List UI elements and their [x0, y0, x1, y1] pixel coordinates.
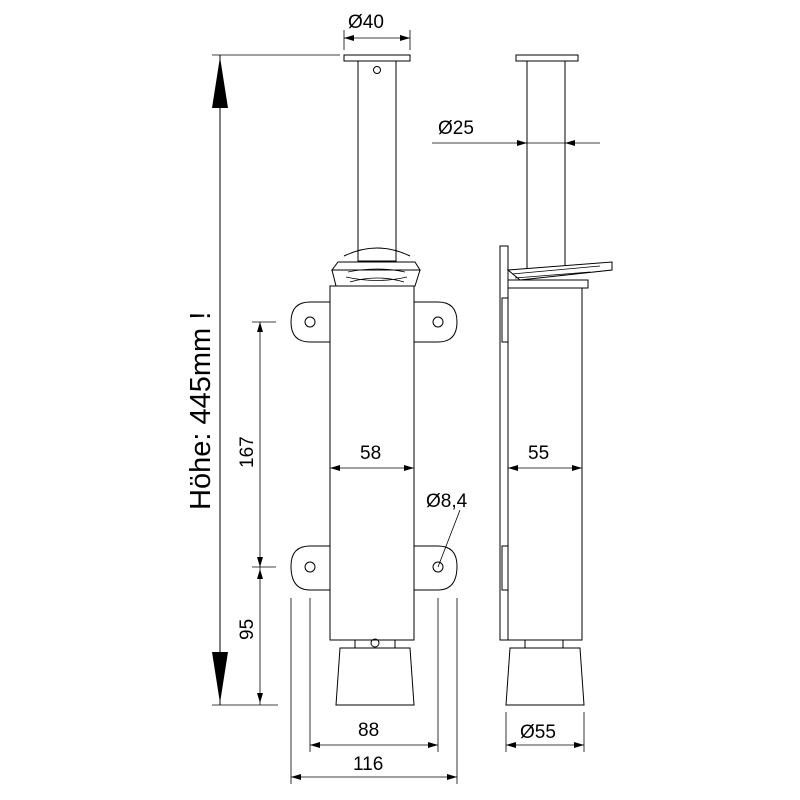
side-rubber-foot [505, 647, 585, 706]
label-dia-hole: Ø8,4 [426, 491, 468, 512]
front-main-body [329, 285, 415, 641]
dim-hole-spacing-vertical: 167 [237, 321, 276, 568]
dim-dia-tube: Ø25 [432, 118, 600, 146]
front-upper-hole-right [432, 316, 444, 328]
front-spring-housing [343, 247, 411, 257]
front-upper-plate-left [290, 301, 331, 343]
dim-width-side: 55 [508, 443, 582, 471]
dim-hole-dia: Ø8,4 [426, 491, 468, 568]
dim-width-front: 58 [330, 443, 414, 471]
dim-hole-spacing-horizontal: 88 [309, 598, 439, 752]
front-top-cap [343, 54, 411, 62]
dim-foot-dia: Ø55 [505, 712, 585, 752]
side-bottom-stem [524, 639, 564, 649]
front-rubber-foot [335, 647, 415, 706]
front-upper-hole-left [304, 316, 316, 328]
front-tube-pin-hole [373, 66, 381, 74]
label-dia-tube: Ø25 [438, 118, 474, 139]
front-lower-plate-right [413, 545, 458, 591]
front-lower-plate-left [290, 545, 331, 591]
dim-total-height: Höhe: 445mm ! [185, 54, 340, 706]
front-upper-plate-right [413, 301, 458, 343]
front-view [290, 54, 458, 706]
front-tube [357, 60, 397, 262]
side-view [499, 54, 613, 706]
label-88: 88 [358, 720, 379, 741]
label-dia-top: Ø40 [348, 12, 384, 33]
label-55: 55 [528, 443, 549, 464]
dim-dia-top: Ø40 [343, 12, 411, 50]
side-lever [506, 261, 613, 281]
side-tube [526, 60, 566, 276]
label-total-height: Höhe: 445mm ! [185, 312, 217, 510]
side-main-body [507, 287, 583, 641]
front-lower-hole-right [432, 561, 444, 573]
side-top-cap [515, 54, 579, 62]
dim-lower-offset: 95 [237, 567, 263, 705]
dim-plate-width: 116 [290, 598, 458, 784]
label-95: 95 [237, 619, 258, 640]
label-dia-foot: Ø55 [520, 722, 556, 743]
label-58: 58 [360, 443, 381, 464]
label-167: 167 [237, 436, 258, 468]
front-lower-hole-left [304, 561, 316, 573]
label-116: 116 [353, 754, 383, 775]
